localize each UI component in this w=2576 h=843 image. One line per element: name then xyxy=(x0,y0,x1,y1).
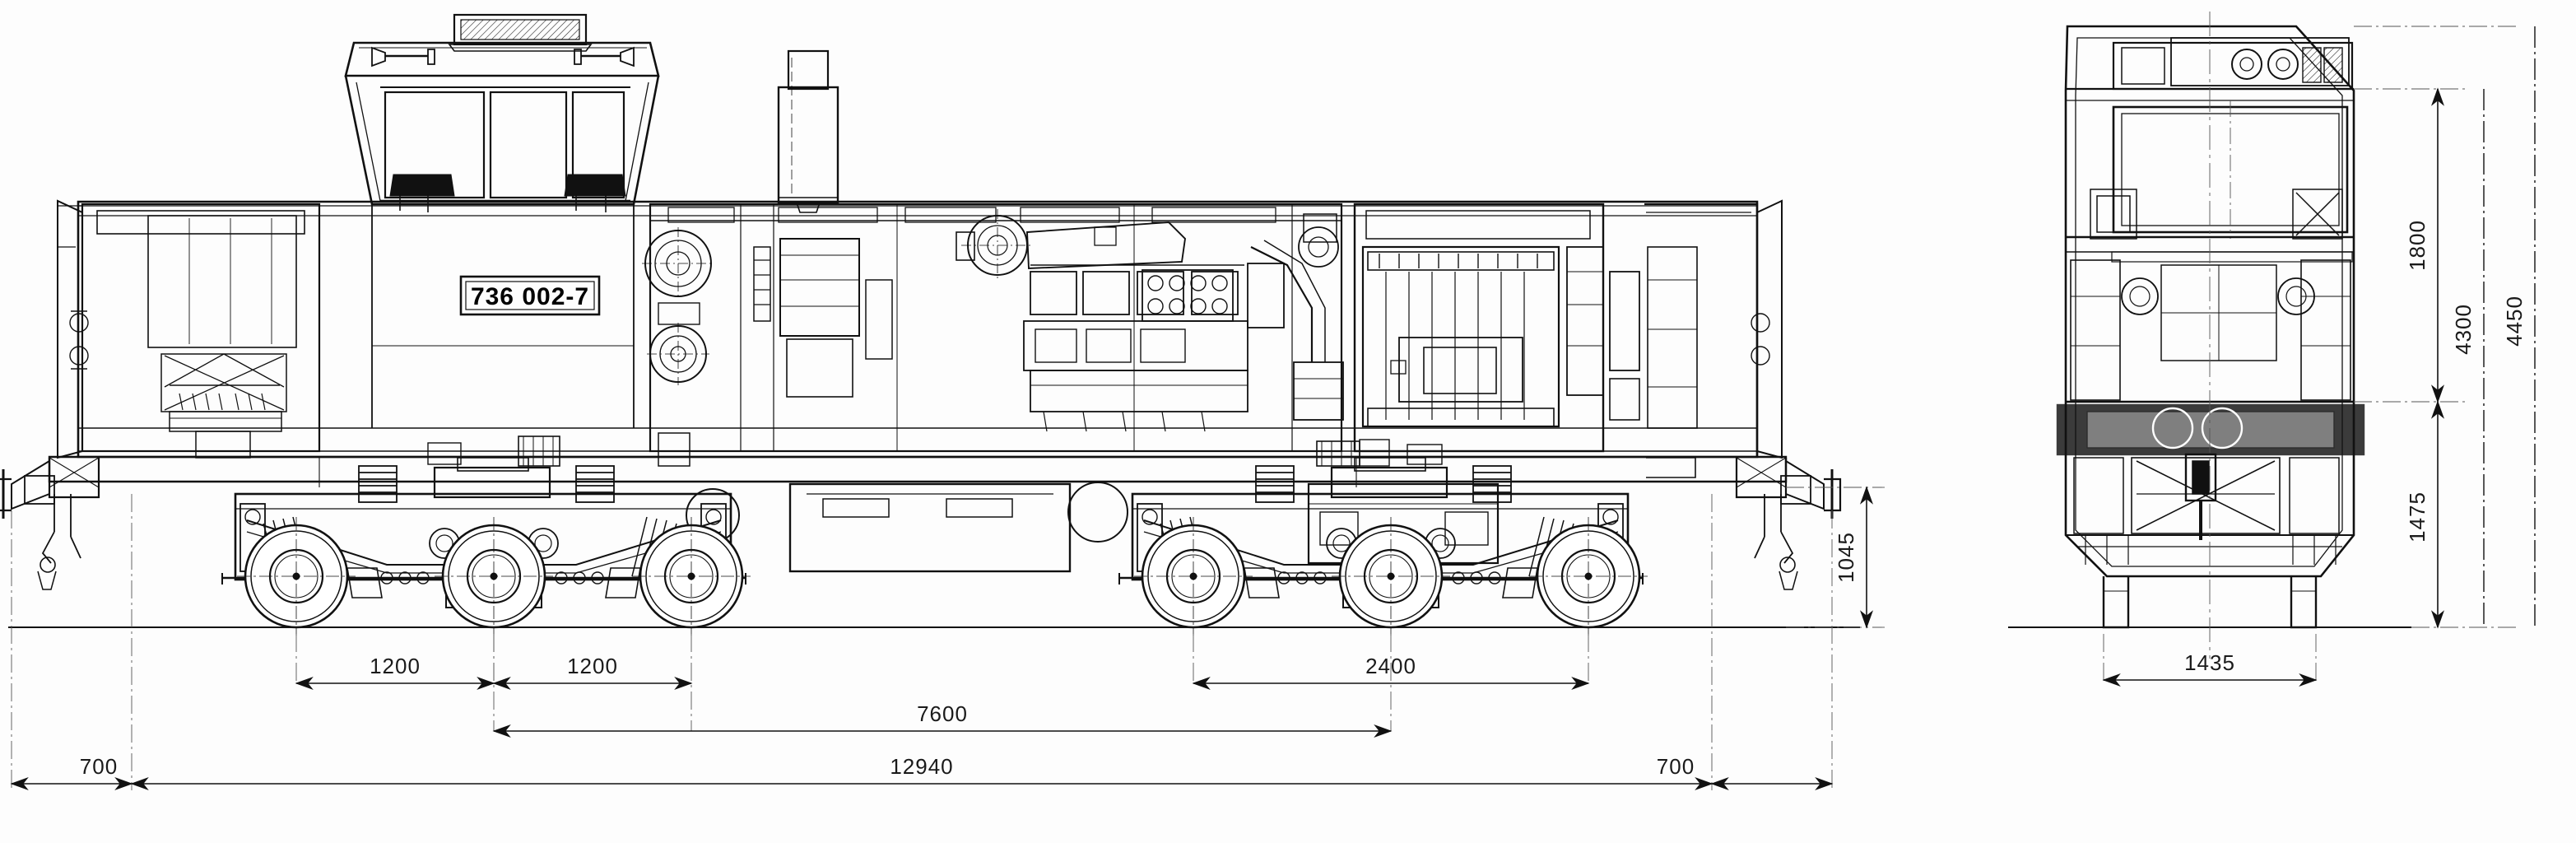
dim-label-axle-spacing-1: 1200 xyxy=(370,654,421,678)
dim-buffer-height-1045: 1045 xyxy=(1786,486,1885,629)
front-windscreen xyxy=(2112,100,2349,239)
dim-label-rear-overhang: 700 xyxy=(1657,754,1695,779)
dim-label-bogie-pivot-distance: 7600 xyxy=(917,701,968,726)
dim-max-height-4450: 4450 xyxy=(2502,26,2536,627)
radiator-compartment xyxy=(1353,203,1640,453)
bogie-front xyxy=(221,457,752,637)
dim-overall-12940: 12940 xyxy=(130,754,1713,790)
side-elevation-view xyxy=(0,13,1860,637)
horn-left xyxy=(371,46,435,68)
dim-rear-bogie-2400: 2400 xyxy=(1192,654,1590,690)
horn-right xyxy=(574,46,635,68)
dim-label-buffer-height: 1045 xyxy=(1834,532,1858,583)
dim-track-gauge-1435: 1435 xyxy=(2102,650,2318,687)
buffer-left xyxy=(0,457,100,590)
front-underframe xyxy=(2056,400,2365,565)
dim-cab-width-1800: 1800 xyxy=(2405,87,2444,403)
dim-axle-1200-a: 1200 xyxy=(295,654,495,690)
dim-overhang-left-700: 700 xyxy=(10,754,133,790)
diesel-engine xyxy=(956,209,1344,432)
front-lower-body xyxy=(2066,189,2354,401)
locomotive-number-plate: 736 002-7 xyxy=(471,283,589,310)
dim-body-half-1475: 1475 xyxy=(2405,400,2444,629)
exhaust-stack xyxy=(777,49,839,213)
dim-label-max-height: 4450 xyxy=(2502,296,2527,347)
bogie-rear xyxy=(1118,457,1649,637)
dim-overhang-right-700: 700 xyxy=(1657,754,1834,790)
dim-label-axle-spacing-2: 1200 xyxy=(567,654,618,678)
front-dimension-set: 1800 1475 4300 4450 1435 xyxy=(2102,26,2536,687)
walkway xyxy=(78,450,1757,487)
cooling-compartment xyxy=(57,199,321,459)
dim-label-height-over-roof: 4300 xyxy=(2451,304,2476,355)
cab xyxy=(344,13,660,428)
dim-roof-height-4300: 4300 xyxy=(2451,89,2485,627)
side-dimension-set: 1200 1200 2400 7600 12940 700 700 xyxy=(10,486,1885,790)
front-elevation-view xyxy=(2008,12,2411,659)
front-end-structure xyxy=(1644,199,1783,459)
dim-label-body-half-height: 1475 xyxy=(2405,491,2430,543)
dim-axle-1200-b: 1200 xyxy=(492,654,693,690)
fan-assembly xyxy=(642,227,714,385)
dim-label-cab-width: 1800 xyxy=(2405,220,2430,271)
dim-pivot-7600: 7600 xyxy=(492,701,1393,738)
dim-label-track-gauge: 1435 xyxy=(2184,650,2235,675)
dim-label-overall-length: 12940 xyxy=(890,754,953,779)
dim-label-rear-bogie-wheelbase: 2400 xyxy=(1365,654,1416,678)
dim-label-front-overhang: 700 xyxy=(80,754,118,779)
